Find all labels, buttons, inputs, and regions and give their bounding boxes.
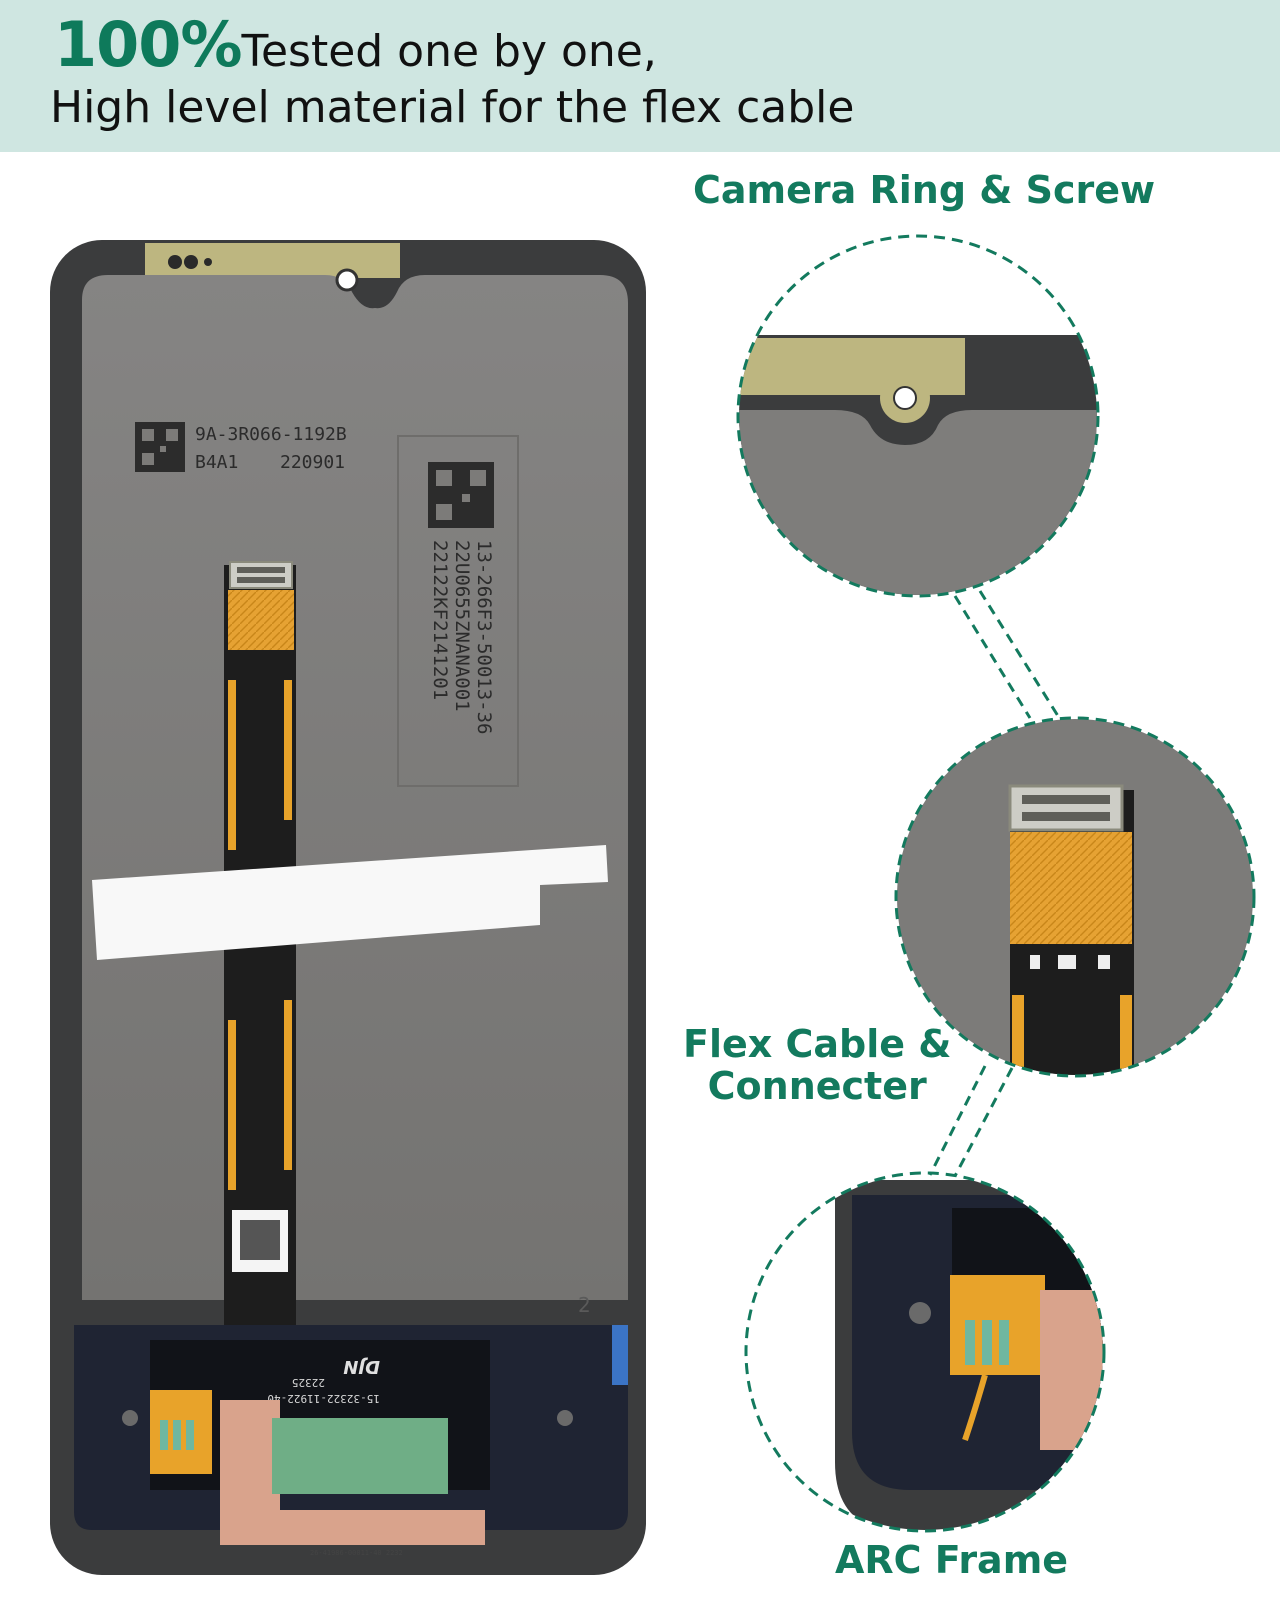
callout-flex-cable: Flex Cable & Connecter [683, 1022, 952, 1108]
top-bracket [145, 243, 400, 278]
panel-code-1: 9A-3R066-1192B [195, 424, 347, 445]
connector-line-1a [953, 595, 1032, 719]
display-back [82, 275, 628, 1300]
headline-line1: 100%Tested one by one, [54, 14, 657, 76]
flex-connector [229, 561, 293, 589]
callout-arc-frame: ARC Frame [835, 1538, 1069, 1582]
zoom-ring-outline-3 [744, 1171, 1106, 1533]
connector-line-2a [928, 1065, 987, 1176]
callout-flex-line2: Connecter [707, 1063, 927, 1108]
fpc-code-2: 22325 [292, 1376, 325, 1389]
bottom-code: 26-41986-00011-40 2232 [310, 1549, 403, 1557]
zoom-ring-outline-1 [736, 234, 1100, 598]
callout-flex-line1: Flex Cable & [683, 1022, 952, 1066]
label-outline [397, 435, 519, 787]
headline-line1-text: Tested one by one, [241, 26, 657, 77]
corner-mark: 2 [578, 1293, 591, 1317]
lcd-panel: 9A-3R066-1192B B4A1 220901 13-266F3-5001… [50, 240, 646, 1575]
vertical-code-2: 22U0655ZNANA001 [451, 540, 473, 712]
vertical-code-3: 22122KF2141201 [429, 540, 451, 700]
vertical-code-1: 13-266F3-50013-36 [473, 540, 495, 734]
zoom-ring-outline-2 [894, 716, 1256, 1078]
connector-line-1b [978, 590, 1060, 717]
protective-strip [92, 845, 608, 960]
zoom-flex-cable [897, 719, 1253, 1075]
panel-code-2a: B4A1 [195, 452, 238, 473]
camera-hole [335, 268, 359, 292]
zoom-arc-frame [747, 1174, 1103, 1530]
callout-camera-ring: Camera Ring & Screw [693, 168, 1156, 212]
panel-code-2b: 220901 [280, 452, 345, 473]
headline-highlight: 100% [54, 8, 243, 81]
flex-mesh [228, 590, 294, 650]
ic-chip-area [272, 1418, 448, 1494]
header-banner [0, 0, 1280, 152]
fpc-brand: DJN [343, 1356, 380, 1377]
fpc-code-1: 15-32322-11922-40 [267, 1392, 380, 1405]
connector-line-2b [953, 1067, 1014, 1177]
headline-line2: High level material for the flex cable [50, 82, 855, 133]
